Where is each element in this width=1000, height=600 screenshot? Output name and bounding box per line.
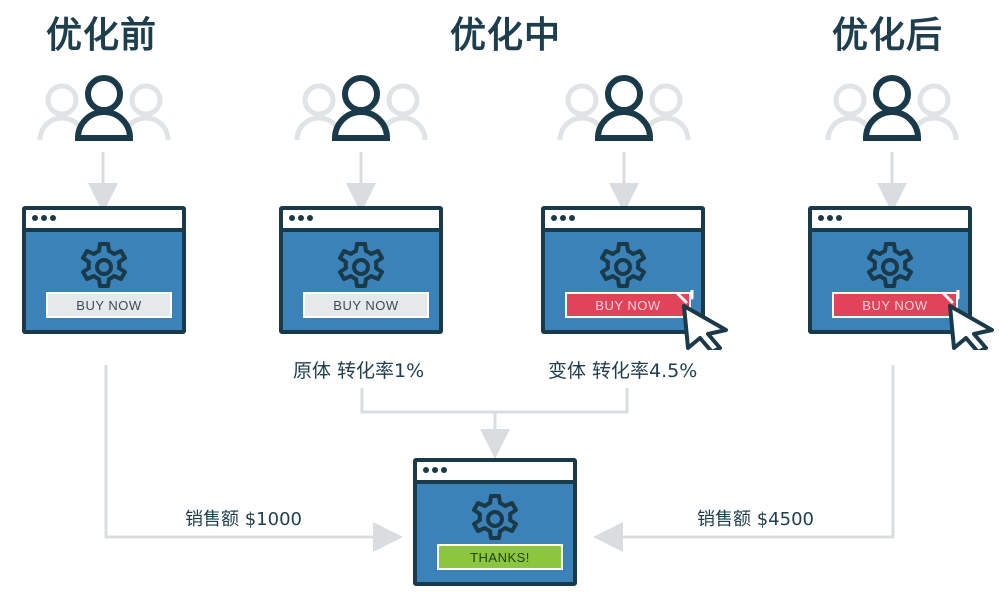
gear-icon — [81, 242, 127, 288]
cursor-click-icon — [942, 290, 994, 350]
window-dots-icon — [32, 215, 56, 221]
buy-now-button[interactable]: BUY NOW — [303, 292, 429, 318]
users-group-icon — [825, 75, 959, 141]
buy-now-button[interactable]: BUY NOW — [565, 292, 691, 318]
gear-icon — [338, 242, 384, 288]
users-group-icon — [557, 75, 691, 141]
window-titlebar — [417, 462, 573, 484]
browser-window-after: BUY NOW — [808, 206, 972, 334]
thanks-button[interactable]: THANKS! — [437, 544, 563, 570]
window-dots-icon — [818, 215, 842, 221]
caption-original-rate: 原体 转化率1% — [293, 360, 425, 382]
stage-title-before: 优化前 — [46, 15, 158, 56]
window-titlebar — [26, 210, 182, 232]
window-titlebar — [812, 210, 968, 232]
sales-label-after: 销售额 $4500 — [697, 509, 814, 530]
window-titlebar — [545, 210, 701, 232]
stage-title-during: 优化中 — [450, 15, 562, 56]
window-dots-icon — [423, 467, 447, 473]
gear-icon — [867, 242, 913, 288]
caption-variant-rate: 变体 转化率4.5% — [548, 360, 698, 382]
window-dots-icon — [289, 215, 313, 221]
stage-title-after: 优化后 — [832, 15, 944, 56]
gear-icon — [600, 242, 646, 288]
users-group-icon — [37, 75, 171, 141]
buy-now-button[interactable]: BUY NOW — [46, 292, 172, 318]
browser-window-before: BUY NOW — [22, 206, 186, 334]
users-group-icon — [294, 75, 428, 141]
cursor-click-icon — [676, 290, 728, 350]
gear-icon — [472, 494, 518, 540]
browser-window-variant: BUY NOW — [541, 206, 705, 334]
window-dots-icon — [551, 215, 575, 221]
buy-now-button[interactable]: BUY NOW — [832, 292, 958, 318]
browser-window-original: BUY NOW — [279, 206, 443, 334]
window-titlebar — [283, 210, 439, 232]
browser-window-result: THANKS! — [413, 458, 577, 586]
sales-label-before: 销售额 $1000 — [185, 509, 302, 530]
